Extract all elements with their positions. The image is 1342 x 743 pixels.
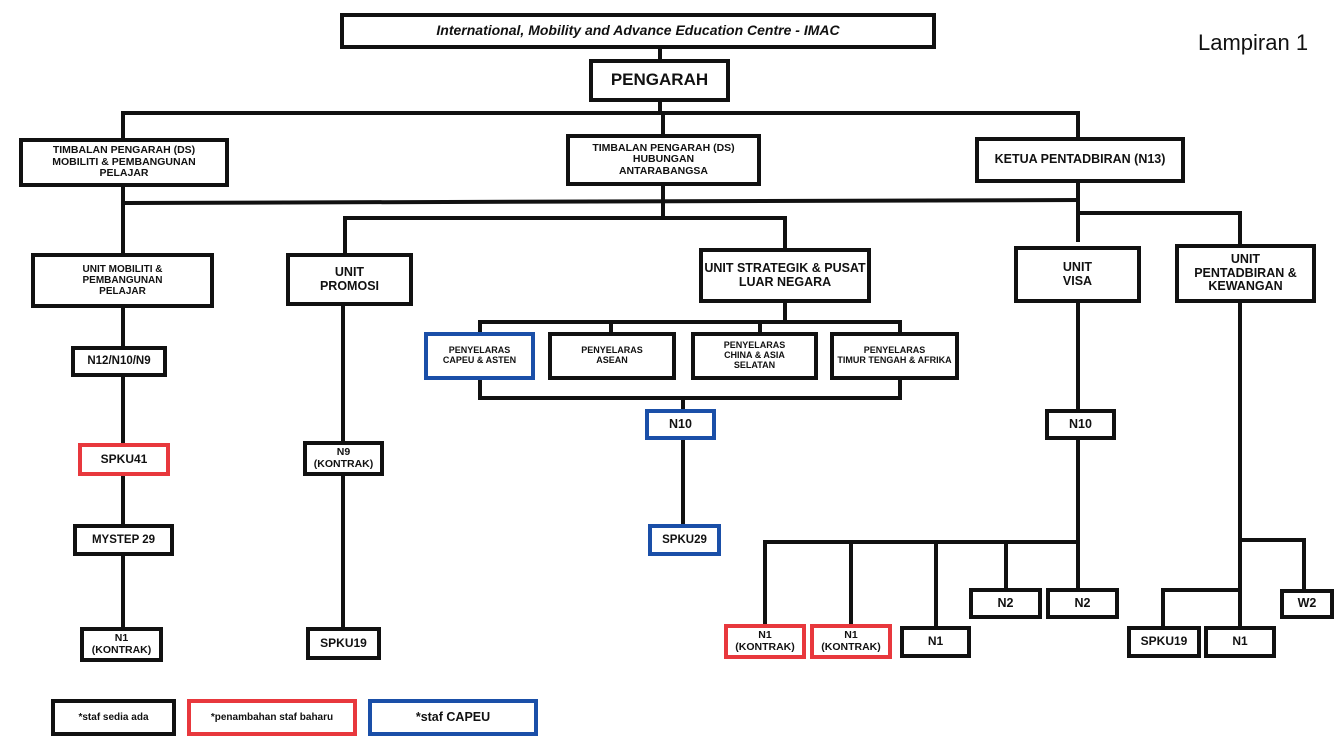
- label-py-capeu: PENYELARAS CAPEU & ASTEN: [442, 345, 517, 365]
- connector-strategik-top: [478, 300, 787, 324]
- box-pen-w2: W2: [1280, 589, 1334, 619]
- box-visa-n1k-a: N1 (KONTRAK): [724, 624, 806, 659]
- box-unit-visa: UNIT VISA: [1014, 246, 1141, 303]
- label-py-asean: PENYELARAS ASEAN: [581, 345, 643, 365]
- label-unit-promosi: UNIT PROMOSI: [319, 264, 380, 293]
- label-visa-n2-b: N2: [1074, 595, 1091, 610]
- label-tp-mobiliti: TIMBALAN PENGARAH (DS) MOBILITI & PEMBAN…: [52, 144, 196, 180]
- label-unit-strategik: UNIT STRATEGIK & PUSAT LUAR NEGARA: [704, 260, 866, 289]
- box-py-china: PENYELARAS CHINA & ASIA SELATAN: [691, 332, 818, 380]
- label-mob-spku41: SPKU41: [100, 451, 148, 466]
- label-pro-spku19: SPKU19: [320, 635, 367, 650]
- label-unit-mobiliti: UNIT MOBILITI & PEMBANGUNAN PELAJAR: [82, 264, 163, 297]
- box-py-asean: PENYELARAS ASEAN: [548, 332, 676, 380]
- connector-pentadbiran: [1076, 211, 1242, 247]
- box-unit-strategik: UNIT STRATEGIK & PUSAT LUAR NEGARA: [699, 248, 871, 303]
- box-unit-mobiliti: UNIT MOBILITI & PEMBANGUNAN PELAJAR: [31, 253, 214, 308]
- box-tp-mobiliti: TIMBALAN PENGARAH (DS) MOBILITI & PEMBAN…: [19, 138, 229, 187]
- box-py-timur: PENYELARAS TIMUR TENGAH & AFRIKA: [830, 332, 959, 380]
- box-mob-mystep: MYSTEP 29: [73, 524, 174, 556]
- box-pro-spku19: SPKU19: [306, 627, 381, 660]
- label-pengarah: PENGARAH: [610, 70, 709, 90]
- box-py-capeu: PENYELARAS CAPEU & ASTEN: [424, 332, 535, 380]
- box-tp-hubungan: TIMBALAN PENGARAH (DS) HUBUNGAN ANTARABA…: [566, 134, 761, 186]
- label-mob-n12: N12/N10/N9: [87, 355, 151, 368]
- box-str-spku29: SPKU29: [648, 524, 721, 556]
- connector-mid-bus: [120, 197, 1081, 206]
- box-visa-n2-a: N2: [969, 588, 1042, 619]
- box-pengarah: PENGARAH: [589, 59, 730, 102]
- box-str-n10: N10: [645, 409, 716, 440]
- box-ketua-pentadbiran: KETUA PENTADBIRAN (N13): [975, 137, 1185, 183]
- box-unit-promosi: UNIT PROMOSI: [286, 253, 413, 306]
- box-visa-n1k-b: N1 (KONTRAK): [810, 624, 892, 659]
- label-pro-n9: N9 (KONTRAK): [313, 445, 374, 470]
- label-visa-n1: N1: [927, 634, 944, 649]
- centre-title-text: International, Mobility and Advance Educ…: [436, 22, 840, 39]
- box-pen-n1: N1: [1204, 626, 1276, 658]
- lampiran-label: Lampiran 1: [1198, 30, 1309, 55]
- label-visa-n1k-a: N1 (KONTRAK): [735, 628, 795, 653]
- label-pen-w2: W2: [1297, 596, 1317, 611]
- connector-pen-w2: [1238, 538, 1306, 592]
- label-visa-n1k-b: N1 (KONTRAK): [821, 628, 881, 653]
- box-mob-spku41: SPKU41: [78, 443, 170, 476]
- label-str-spku29: SPKU29: [662, 533, 707, 546]
- box-visa-n2-b: N2: [1046, 588, 1119, 619]
- box-visa-n1: N1: [900, 626, 971, 658]
- legend-capeu: *staf CAPEU: [368, 699, 538, 736]
- label-ketua-pentadbiran: KETUA PENTADBIRAN (N13): [994, 152, 1166, 167]
- label-py-timur: PENYELARAS TIMUR TENGAH & AFRIKA: [837, 345, 952, 365]
- label-visa-n2-a: N2: [997, 595, 1014, 610]
- box-visa-n10: N10: [1045, 409, 1116, 440]
- box-mob-n12: N12/N10/N9: [71, 346, 167, 377]
- legend-capeu-label: *staf CAPEU: [415, 709, 491, 724]
- label-str-n10: N10: [669, 416, 692, 431]
- label-mob-n1: N1 (KONTRAK): [91, 631, 152, 656]
- label-visa-n10: N10: [1069, 416, 1092, 431]
- box-mob-n1: N1 (KONTRAK): [80, 627, 163, 662]
- label-pen-n1: N1: [1232, 634, 1248, 649]
- label-pen-spku19: SPKU19: [1140, 634, 1188, 649]
- box-pro-n9: N9 (KONTRAK): [303, 441, 384, 476]
- centre-title: International, Mobility and Advance Educ…: [340, 13, 936, 49]
- box-pen-spku19: SPKU19: [1127, 626, 1201, 658]
- label-mob-mystep: MYSTEP 29: [91, 533, 156, 546]
- box-unit-pentadbiran: UNIT PENTADBIRAN & KEWANGAN: [1175, 244, 1316, 303]
- legend-existing: *staf sedia ada: [51, 699, 176, 736]
- legend-new-label: *penambahan staf baharu: [210, 712, 334, 723]
- label-unit-pentadbiran: UNIT PENTADBIRAN & KEWANGAN: [1194, 251, 1297, 294]
- label-unit-visa: UNIT VISA: [1062, 259, 1093, 288]
- legend-existing-label: *staf sedia ada: [78, 712, 149, 723]
- label-tp-hubungan: TIMBALAN PENGARAH (DS) HUBUNGAN ANTARABA…: [592, 141, 735, 177]
- legend-new: *penambahan staf baharu: [187, 699, 357, 736]
- label-py-china: PENYELARAS CHINA & ASIA SELATAN: [723, 340, 786, 370]
